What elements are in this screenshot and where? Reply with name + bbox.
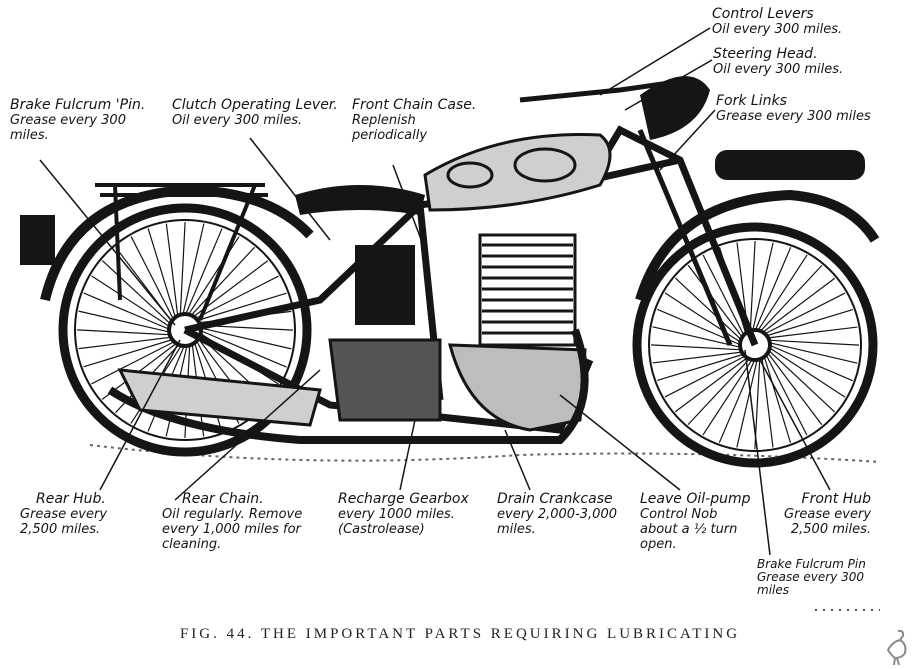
label-note: Control Nob [640,507,718,522]
leader-lines [39,27,880,611]
label-note: open. [640,537,677,552]
label-crankcase: Drain Crankcase every 2,000-3,000 miles. [497,491,617,538]
label-note: Oil regularly. Remove [162,507,303,522]
luggage-carrier [95,183,268,321]
label-note: Grease every [784,507,872,522]
label-title: Fork Links [716,93,787,109]
silencer [117,368,322,427]
rear-lamp [20,215,55,265]
label-note: periodically [352,128,428,143]
gearbox-casing [328,338,442,422]
label-note: miles. [10,128,49,143]
front-number-plate [715,150,865,180]
label-note: every 1000 miles. [338,507,455,522]
label-note: every 2,000-3,000 [497,507,617,522]
label-brake-fulcrum-rear: Brake Fulcrum 'Pin. Grease every 300 mil… [10,97,146,144]
front-wheel [632,222,878,468]
label-title: Recharge Gearbox [338,491,469,507]
label-title: Drain Crankcase [497,491,613,507]
label-title: Leave Oil-pump [640,491,751,507]
label-note: 2,500 miles. [790,522,872,537]
emu-bird-icon [886,629,907,666]
label-note: (Castrolease) [338,522,425,537]
label-title: Steering Head. [713,46,818,62]
label-title: Control Levers [712,6,814,22]
front-mudguard [635,189,880,302]
label-rear-chain: Rear Chain. Oil regularly. Remove every … [162,491,303,553]
label-note: Oil every 300 miles. [713,62,844,77]
label-rear-hub: Rear Hub. Grease every 2,500 miles. [20,491,108,538]
label-control-levers: Control Levers Oil every 300 miles. [712,6,843,38]
engine [448,233,587,432]
rear-mudguard [40,184,314,302]
label-note: Grease every 300 [757,570,865,584]
label-brake-fulcrum-front: Brake Fulcrum Pin Grease every 300 miles [757,558,866,597]
label-title: Front Hub [801,491,872,507]
label-note: Grease every [20,507,108,522]
label-note: miles [757,583,789,597]
label-gearbox: Recharge Gearbox every 1000 miles. (Cast… [338,491,469,538]
label-note: Oil every 300 miles. [172,113,303,128]
label-note: Grease every 300 [10,113,126,128]
label-clutch-lever: Clutch Operating Lever. Oil every 300 mi… [172,97,338,129]
label-note: miles. [497,522,536,537]
label-front-hub: Front Hub Grease every 2,500 miles. [784,491,872,538]
label-note: about a ½ turn [640,522,738,537]
label-note: every 1,000 miles for [162,522,301,537]
figure-caption: FIG. 44. THE IMPORTANT PARTS REQUIRING L… [179,626,741,642]
oil-tank [355,245,415,325]
label-oil-pump: Leave Oil-pump Control Nob about a ½ tur… [640,491,751,553]
label-note: Replenish [352,113,416,128]
label-note: 2,500 miles. [20,522,101,537]
label-title: Brake Fulcrum 'Pin. [10,97,146,113]
tank-badge [446,161,494,189]
label-title: Clutch Operating Lever. [172,97,338,113]
label-title: Front Chain Case. [352,97,477,113]
label-fork-links: Fork Links Grease every 300 miles [716,93,871,125]
label-note: cleaning. [162,537,222,552]
label-front-chain-case: Front Chain Case. Replenish periodically [352,97,477,144]
label-title: Rear Chain. [182,491,264,507]
label-title: Brake Fulcrum Pin [757,557,866,571]
label-title: Rear Hub. [36,491,106,507]
label-note: Grease every 300 miles [716,109,871,124]
label-steering-head: Steering Head. Oil every 300 miles. [713,46,844,78]
label-note: Oil every 300 miles. [712,22,843,37]
saddle [295,185,425,215]
